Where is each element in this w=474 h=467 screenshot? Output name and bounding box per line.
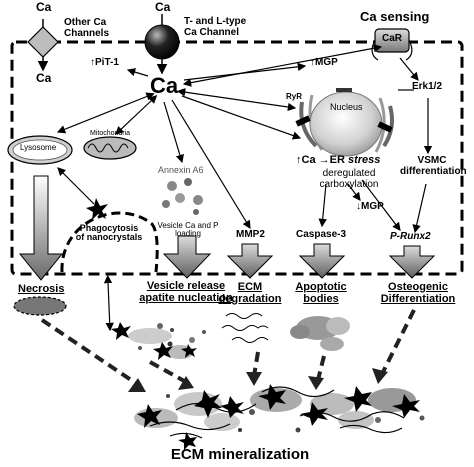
arrow-phago-outside — [103, 274, 114, 332]
arrow-ca-pit1 — [126, 68, 149, 77]
arrow-ca-lysosome — [56, 92, 155, 134]
mitochondria-label: Mitochondria — [90, 130, 131, 137]
erk-label: Erk1/2 — [412, 81, 443, 92]
ecm-scene — [111, 313, 425, 450]
er-stress-word: stress — [347, 154, 381, 166]
arrow-er-prunx2 — [361, 179, 401, 231]
apoptotic-label: Apoptotic bodies — [295, 281, 347, 305]
prunx2-label: P-Runx2 — [390, 231, 431, 242]
dashed-arrows — [40, 309, 416, 388]
necrosis-label: Necrosis — [18, 283, 65, 295]
nucleus-icon — [295, 88, 394, 157]
arrow-ca-mito — [115, 95, 158, 135]
mgp-down-label: ↓MGP — [356, 201, 384, 212]
vesicle-icon — [162, 178, 203, 215]
arrow-ca-ryr — [176, 88, 297, 112]
arrow-vsmc-prunx2 — [412, 183, 427, 234]
lysosome-label: Lysosome — [20, 143, 57, 152]
block-arrow-apoptotic — [298, 243, 346, 279]
pit1-label: ↑PiT-1 — [90, 57, 119, 68]
er-stress-label: ↑Ca →ER stress — [296, 154, 381, 167]
arrow-er-caspase — [318, 183, 327, 228]
arrow-crystal-lysosome — [57, 167, 95, 205]
arrow-ca-annexin — [163, 101, 184, 164]
necrosis-blob — [13, 296, 67, 316]
mmp2-label: MMP2 — [236, 229, 265, 240]
sphere-channel-icon — [144, 14, 180, 75]
other-ca-ion-label: Ca — [36, 0, 52, 14]
nucleus-label: Nucleus — [330, 102, 363, 112]
annexin-label: Annexin A6 — [158, 165, 204, 175]
vsmc-label: VSMC differentiation — [400, 155, 467, 177]
central-ca-label: Ca — [150, 73, 179, 98]
block-arrow-necrosis — [18, 175, 64, 281]
crystal-icon — [86, 198, 108, 220]
block-arrow-vesicle — [162, 235, 212, 279]
mgp-up-label: ↑MGP — [310, 57, 338, 68]
block-arrow-ecm — [226, 243, 274, 279]
osteogenic-label: Osteogenic Differentiation — [380, 281, 456, 305]
phagocytosis-membrane — [60, 211, 159, 273]
other-ca-inside-label: Ca — [36, 71, 52, 85]
arrow-er-mgpdown — [347, 183, 361, 201]
lysosome-icon — [7, 135, 73, 165]
er-stress-prefix: ↑Ca →ER — [296, 154, 348, 166]
diamond-channel-icon — [27, 19, 59, 72]
mitochondria-icon — [83, 136, 137, 160]
cell-membrane — [10, 40, 464, 276]
ecm-degradation-label: ECM degradation — [218, 281, 282, 305]
tl-ca-ion-label: Ca — [155, 0, 171, 14]
caspase-label: Caspase-3 — [296, 229, 347, 240]
arrow-ca-er — [181, 95, 302, 140]
ecm-mineralization-title: ECM mineralization — [170, 446, 310, 463]
arrow-car-ca — [182, 44, 383, 87]
deregulated-label: deregulated carboxylation — [319, 168, 379, 190]
car-label: CaR — [381, 33, 402, 44]
other-channels-label: Other Ca Channels — [64, 17, 110, 39]
vesicle-loading-label: Vesicle Ca and P loading — [157, 221, 219, 239]
arrow-car-erk — [399, 57, 419, 81]
tl-channel-label: T- and L-type Ca Channel — [184, 16, 247, 38]
ryr-label: RyR — [286, 92, 303, 101]
dashed-arrow-heads — [128, 368, 388, 392]
vesicle-release-label: Vesicle release apatite nucleation — [139, 280, 233, 304]
arrow-ca-mmp2 — [171, 99, 251, 230]
ca-sensing-label: Ca sensing — [360, 9, 430, 24]
phagocytosis-label: Phagocytosis of nanocrystals — [75, 223, 143, 243]
block-arrow-osteogenic — [388, 245, 436, 279]
